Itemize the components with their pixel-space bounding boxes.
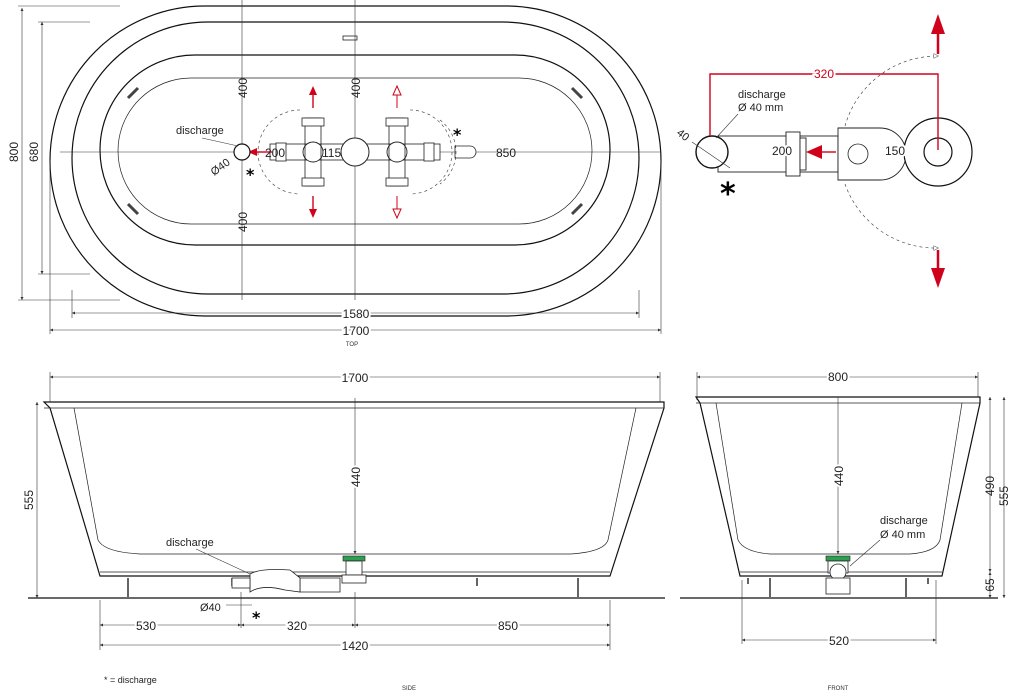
detail-dim-elbow: 150 xyxy=(885,144,905,158)
side-dim-left: 530 xyxy=(136,619,156,633)
drain-outlet-top xyxy=(233,143,251,161)
swing-arc-right xyxy=(409,109,453,195)
detail-discharge-label: discharge xyxy=(738,89,786,101)
detail-dim-pipe-length: 200 xyxy=(772,144,792,158)
front-discharge-size: Ø 40 mm xyxy=(880,529,925,541)
direction-arrows-top xyxy=(248,84,402,220)
swing-arc-end xyxy=(439,119,457,185)
spout-ring xyxy=(340,137,370,167)
detail-star: * xyxy=(720,177,736,212)
dim-length-outer: 1700 xyxy=(343,324,370,338)
side-dim-depth: 440 xyxy=(349,467,363,487)
dim-up-left: 400 xyxy=(236,78,250,98)
dim-length-inner: 1580 xyxy=(343,307,370,321)
legend-note: * = discharge xyxy=(104,675,157,685)
dim-down-left: 400 xyxy=(236,212,250,232)
detail-dim-pipe-diameter: 40 xyxy=(674,127,691,144)
side-view-caption: SIDE xyxy=(402,686,416,692)
front-discharge-label: discharge xyxy=(880,515,928,527)
side-tub-outline xyxy=(42,401,665,577)
detail-span-line xyxy=(709,73,939,150)
top-drain-diameter: Ø40 xyxy=(209,156,233,178)
side-dim-length: 1700 xyxy=(342,371,369,385)
top-discharge-label: discharge xyxy=(176,125,224,137)
side-dim-middle: 320 xyxy=(287,619,307,633)
side-drain-diameter: Ø40 xyxy=(200,602,221,614)
detail-drain xyxy=(695,135,729,169)
detail-direction-arrows xyxy=(806,14,945,288)
top-view: 400 400 400 xyxy=(7,0,662,348)
side-dim-height: 555 xyxy=(22,490,36,510)
side-view: 1700 440 555 discharge Ø40 xyxy=(22,369,665,692)
front-dim-base: 520 xyxy=(829,634,849,648)
front-tub-inner xyxy=(715,402,963,555)
detail-dim-span: 320 xyxy=(814,67,834,81)
top-star-right: * xyxy=(453,125,462,144)
front-dim-foot: 65 xyxy=(983,578,997,592)
top-star-left: * xyxy=(246,165,255,184)
mixer-assembly xyxy=(269,117,477,187)
grip-marks xyxy=(126,86,584,216)
overflow-slot xyxy=(342,35,358,41)
side-discharge-label: discharge xyxy=(166,537,214,549)
side-star: * xyxy=(252,608,261,627)
front-dim-inner-height: 490 xyxy=(983,476,997,496)
tub-rim-inner xyxy=(71,21,640,295)
swing-arc-left xyxy=(257,109,301,195)
dim-to-end: 850 xyxy=(496,146,516,160)
top-view-caption: TOP xyxy=(346,342,358,348)
front-dim-width: 800 xyxy=(828,370,848,384)
dim-up-right: 400 xyxy=(349,78,363,98)
front-drain-assembly xyxy=(825,555,851,595)
front-dim-total-height: 555 xyxy=(997,486,1011,506)
dim-width-outer: 800 xyxy=(7,142,21,162)
dim-mixer-spacing: 115 xyxy=(322,146,341,160)
front-view-caption: FRONT xyxy=(828,686,849,692)
front-dim-depth: 440 xyxy=(832,466,846,486)
detail-view: 320 discharge Ø 40 mm 40 200 150 * xyxy=(674,14,973,288)
side-dim-base: 1420 xyxy=(342,639,369,653)
detail-discharge-size: Ø 40 mm xyxy=(738,102,783,114)
side-dim-right: 850 xyxy=(498,619,518,633)
detail-swing-arc-lower xyxy=(844,183,938,248)
dim-drain-offset: 200 xyxy=(265,146,285,160)
detail-swing-arc-upper xyxy=(844,56,938,127)
side-drain-assembly xyxy=(231,555,367,593)
dim-width-inner: 680 xyxy=(27,142,41,162)
front-feet xyxy=(747,578,929,597)
front-view: 800 440 490 555 65 discharge Ø 40 mm xyxy=(680,368,1011,692)
